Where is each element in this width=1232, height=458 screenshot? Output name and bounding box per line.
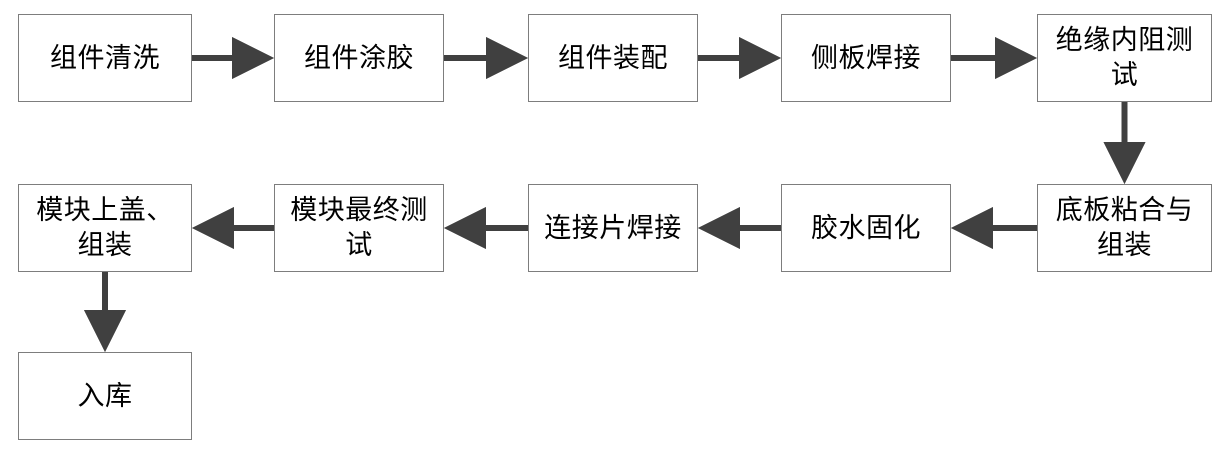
process-node-n10[interactable]: 模块上盖、 组装: [18, 184, 192, 272]
process-node-n11[interactable]: 入库: [18, 352, 192, 440]
arrow-n1-to-n2: [192, 37, 274, 79]
process-node-label: 组件涂胶: [304, 42, 414, 73]
arrow-n7-to-n8-head: [698, 207, 740, 249]
process-node-label: 侧板焊接: [811, 42, 921, 73]
process-node-n2[interactable]: 组件涂胶: [274, 14, 444, 102]
process-node-n9[interactable]: 模块最终测 试: [274, 184, 444, 272]
arrow-n10-to-n11-head: [84, 310, 126, 352]
process-node-label: 组件清洗: [50, 42, 160, 73]
process-node-n3[interactable]: 组件装配: [528, 14, 698, 102]
arrow-n5-to-n6-head: [1103, 142, 1146, 184]
process-node-n6[interactable]: 底板粘合与 组装: [1037, 184, 1212, 272]
arrow-n9-to-n10-head: [192, 207, 234, 249]
process-node-label: 组件装配: [558, 42, 668, 73]
process-node-label: 胶水固化: [811, 212, 921, 243]
arrow-n6-to-n7-head: [951, 207, 993, 249]
process-node-label: 模块上盖、 组装: [36, 195, 174, 260]
process-node-n5[interactable]: 绝缘内阻测 试: [1037, 14, 1212, 102]
process-node-label: 底板粘合与 组装: [1055, 195, 1194, 260]
process-node-label: 入库: [77, 380, 133, 411]
arrow-n8-to-n9-head: [444, 207, 486, 249]
process-node-n7[interactable]: 胶水固化: [781, 184, 951, 272]
arrow-n4-to-n5-head: [995, 37, 1037, 79]
process-node-n8[interactable]: 连接片焊接: [528, 184, 698, 272]
arrow-n7-to-n8: [698, 207, 781, 249]
arrow-n3-to-n4: [698, 37, 781, 79]
arrow-n9-to-n10: [192, 207, 274, 249]
arrow-n3-to-n4-head: [739, 37, 781, 79]
process-node-n1[interactable]: 组件清洗: [18, 14, 192, 102]
arrow-n10-to-n11: [84, 272, 126, 352]
process-node-label: 连接片焊接: [544, 212, 682, 243]
arrow-n5-to-n6: [1103, 102, 1146, 184]
process-node-n4[interactable]: 侧板焊接: [781, 14, 951, 102]
arrow-n2-to-n3-head: [486, 37, 528, 79]
process-node-label: 模块最终测 试: [290, 195, 428, 260]
arrow-n1-to-n2-head: [232, 37, 274, 79]
process-node-label: 绝缘内阻测 试: [1055, 25, 1194, 90]
